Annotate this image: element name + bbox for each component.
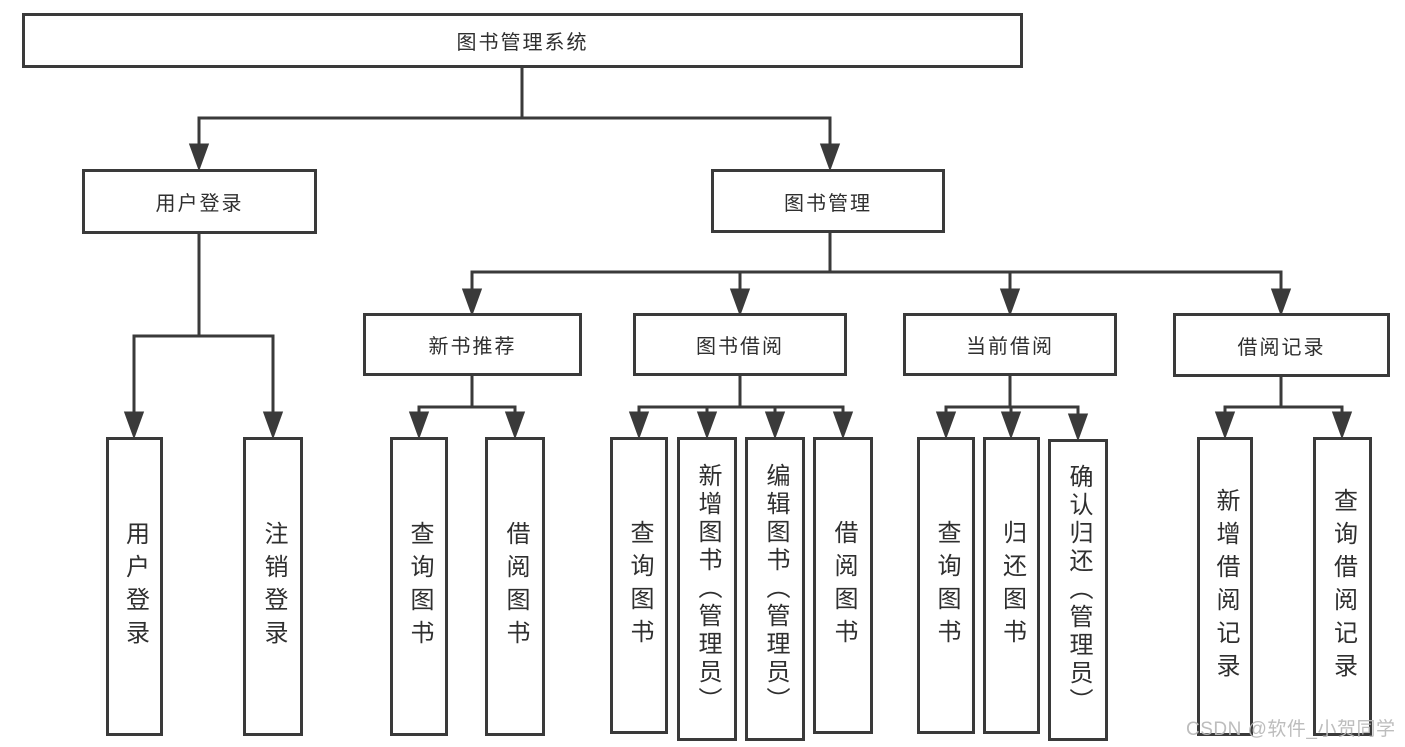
leaf-return-book-label: 归还图书 [998,519,1026,652]
leaf-edit-book-admin-label: 编辑图书（管理员） [762,463,789,715]
leaf-logout-label: 注销登录 [260,520,287,653]
leaf-query-borrow-record-label: 查询借阅记录 [1329,487,1357,686]
node-current-borrowing: 当前借阅 [903,313,1117,376]
leaf-user-login-label: 用户登录 [121,520,149,653]
connector-borrow-records-to-leaves [1214,375,1353,440]
node-book-borrowing: 图书借阅 [633,313,847,376]
leaf-add-book-admin-label: 新增图书（管理员） [694,463,721,715]
csdn-watermark: CSDN @软件_小贺同学 [1186,719,1396,740]
leaf-logout: 注销登录 [243,437,303,736]
leaf-add-borrow-record: 新增借阅记录 [1197,437,1253,736]
leaf-confirm-return-admin-label: 确认归还（管理员） [1065,464,1092,716]
leaf-borrow-books-recommend: 借阅图书 [485,437,545,736]
leaf-query-books-current: 查询图书 [917,437,975,734]
connector-root-to-level2 [188,66,841,172]
node-new-book-recommendation-label: 新书推荐 [428,336,517,358]
leaf-edit-book-admin: 编辑图书（管理员） [745,437,805,741]
leaf-query-books-recommend: 查询图书 [390,437,448,736]
leaf-query-books-recommend-label: 查询图书 [406,520,433,653]
node-book-management: 图书管理 [711,169,945,233]
connector-book-borrowing-to-leaves [628,374,854,440]
node-current-borrowing-label: 当前借阅 [966,336,1054,358]
leaf-add-book-admin: 新增图书（管理员） [677,437,737,741]
node-library-system-label: 图书管理系统 [456,32,589,54]
leaf-query-books-current-label: 查询图书 [933,519,960,652]
connector-current-borrowing-to-leaves [935,374,1089,442]
node-new-book-recommendation: 新书推荐 [363,313,582,376]
connector-user-login-to-leaves [123,232,284,440]
leaf-return-book: 归还图书 [983,437,1040,734]
leaf-user-login: 用户登录 [106,437,163,736]
leaf-query-books-borrowing: 查询图书 [610,437,668,734]
leaf-borrow-books-recommend-label: 借阅图书 [502,520,529,653]
connector-book-management-to-level3 [461,231,1292,317]
node-user-login: 用户登录 [82,169,317,234]
leaf-query-books-borrowing-label: 查询图书 [626,519,653,652]
node-library-system: 图书管理系统 [22,13,1023,68]
leaf-add-borrow-record-label: 新增借阅记录 [1212,487,1239,686]
node-borrow-records-label: 借阅记录 [1237,336,1326,359]
leaf-confirm-return-admin: 确认归还（管理员） [1048,439,1108,741]
node-book-management-label: 图书管理 [784,192,872,215]
node-user-login-label: 用户登录 [155,193,244,215]
leaf-borrow-books-borrowing-label: 借阅图书 [830,519,857,652]
leaf-borrow-books-borrowing: 借阅图书 [813,437,873,734]
node-borrow-records: 借阅记录 [1173,313,1390,377]
leaf-query-borrow-record: 查询借阅记录 [1313,437,1372,736]
connector-new-book-to-leaves [408,373,526,440]
node-book-borrowing-label: 图书借阅 [696,336,784,358]
